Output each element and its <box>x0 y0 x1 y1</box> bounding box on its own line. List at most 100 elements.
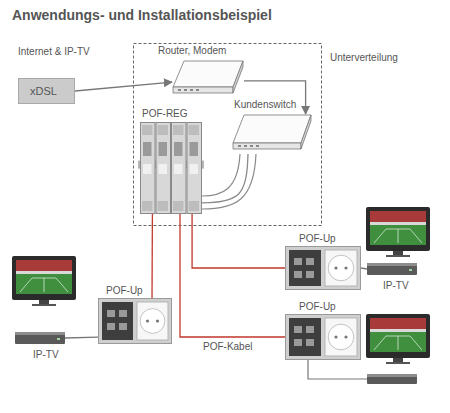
node-label: xDSL <box>30 85 57 97</box>
din-rail-module-outline <box>189 201 200 211</box>
set-top-box-outline <box>367 263 417 275</box>
wall-outlet-outline <box>286 247 361 290</box>
wall-outlet-outline <box>306 258 314 265</box>
set-top-box-outline <box>367 263 417 275</box>
set-top-box: IP-TV <box>15 332 65 344</box>
wall-outlet: POF-Up <box>285 314 361 360</box>
fiber-cable <box>151 214 153 298</box>
router-device-outline <box>184 89 187 91</box>
switch-device: Kundenswitch <box>232 114 312 154</box>
set-top-box-outline <box>15 332 65 335</box>
edge-label: POF-Kabel <box>203 341 252 353</box>
set-top-box-outline <box>367 263 417 266</box>
router-device-outline <box>196 89 199 91</box>
network-cable <box>202 154 248 203</box>
set-top-box <box>367 374 417 384</box>
network-cable <box>244 81 306 114</box>
din-rail-module-outline <box>159 142 168 156</box>
distribution-frame: UnterverteilungRouter, ModemPOF-REGKunde… <box>133 43 322 226</box>
wall-outlet-outline <box>98 298 172 344</box>
router-device-outline <box>173 87 233 93</box>
switch-device-outline <box>233 115 311 143</box>
node-label: POF-Up <box>299 233 336 245</box>
router-device: Router, Modem <box>172 60 244 98</box>
wall-outlet-outline <box>286 315 361 360</box>
network-cable <box>361 268 367 269</box>
set-top-box <box>367 374 417 384</box>
wall-outlet-outline <box>328 255 354 281</box>
tv-monitor <box>366 207 430 257</box>
fiber-cable <box>192 214 285 268</box>
switch-device-outline <box>232 114 312 154</box>
patch-cable <box>202 154 240 196</box>
router-device-outline <box>173 61 243 87</box>
node-label: POF-Up <box>106 285 143 297</box>
din-rail-module-outline <box>159 164 168 174</box>
din-rail-module-outline <box>173 125 184 135</box>
node-label: Kundenswitch <box>234 99 296 111</box>
router-device-outline <box>178 89 181 91</box>
wall-outlet-outline <box>146 319 149 322</box>
wall-outlet-outline <box>107 310 115 317</box>
wall-outlet-outline <box>289 318 321 356</box>
wall-outlet-outline <box>328 324 354 350</box>
wall-outlet-outline <box>137 302 168 340</box>
switch-device-outline <box>301 115 311 149</box>
wall-outlet-outline <box>334 335 337 338</box>
din-rail-module-outline <box>156 123 171 214</box>
node-label: IP-TV <box>383 280 409 292</box>
wall-outlet-outline <box>119 310 127 317</box>
tv-monitor <box>12 256 76 306</box>
network-cable <box>65 336 98 338</box>
switch-device-outline <box>244 145 247 147</box>
free-label: Internet & IP-TV <box>18 46 90 58</box>
wall-outlet-outline <box>344 335 347 338</box>
fiber-cable <box>180 214 285 337</box>
wall-outlet-outline <box>285 314 361 360</box>
router-device-outline <box>233 61 243 93</box>
din-rail-module-outline <box>172 123 187 214</box>
wall-outlet-outline <box>294 258 302 265</box>
wall-outlet-outline <box>294 326 302 333</box>
wall-outlet-outline <box>306 339 314 346</box>
din-rail-module-outline <box>143 142 152 156</box>
din-rail-module-outline <box>141 123 156 214</box>
din-rail-module-outline <box>174 164 183 174</box>
router-device-outline <box>172 60 244 98</box>
tv-cable <box>308 360 367 379</box>
din-rail-module-outline <box>142 201 153 211</box>
set-top-box-outline <box>15 332 65 344</box>
wall-outlet-outline <box>289 250 321 286</box>
din-rail-module-outline <box>173 201 184 211</box>
wall-outlet-outline <box>334 266 337 269</box>
switch-device-outline <box>238 145 241 147</box>
wall-outlet-outline <box>140 309 165 334</box>
wall-outlet-outline <box>156 319 159 322</box>
wall-outlet-outline <box>119 323 127 330</box>
modem-line-box: xDSL <box>18 78 75 104</box>
wall-outlet: POF-Up <box>98 298 172 344</box>
wall-outlet-outline <box>285 246 361 290</box>
din-rail-module-outline <box>190 164 199 174</box>
node-label: Unterverteilung <box>330 52 398 64</box>
wall-outlet-outline <box>325 318 357 356</box>
din-rail-module-outline <box>158 125 169 135</box>
wall-outlet-outline <box>102 302 133 340</box>
wall-outlet-outline <box>294 271 302 278</box>
set-top-box-outline <box>57 338 60 340</box>
din-rail-module: POF-REG <box>140 122 202 214</box>
patch-cable <box>202 154 256 209</box>
set-top-box <box>367 374 417 377</box>
node-label: IP-TV <box>33 349 59 361</box>
din-rail-module-outline <box>142 125 153 135</box>
tv-monitor <box>366 314 430 364</box>
set-top-box-outline <box>409 269 412 271</box>
node-label: Router, Modem <box>158 45 226 57</box>
set-top-box-outline <box>15 332 65 344</box>
distribution-frame-outline <box>134 44 322 226</box>
wall-outlet-outline <box>344 266 347 269</box>
wall-outlet-outline <box>99 299 172 344</box>
switch-device-outline <box>233 143 301 149</box>
wall-outlet-outline <box>294 339 302 346</box>
